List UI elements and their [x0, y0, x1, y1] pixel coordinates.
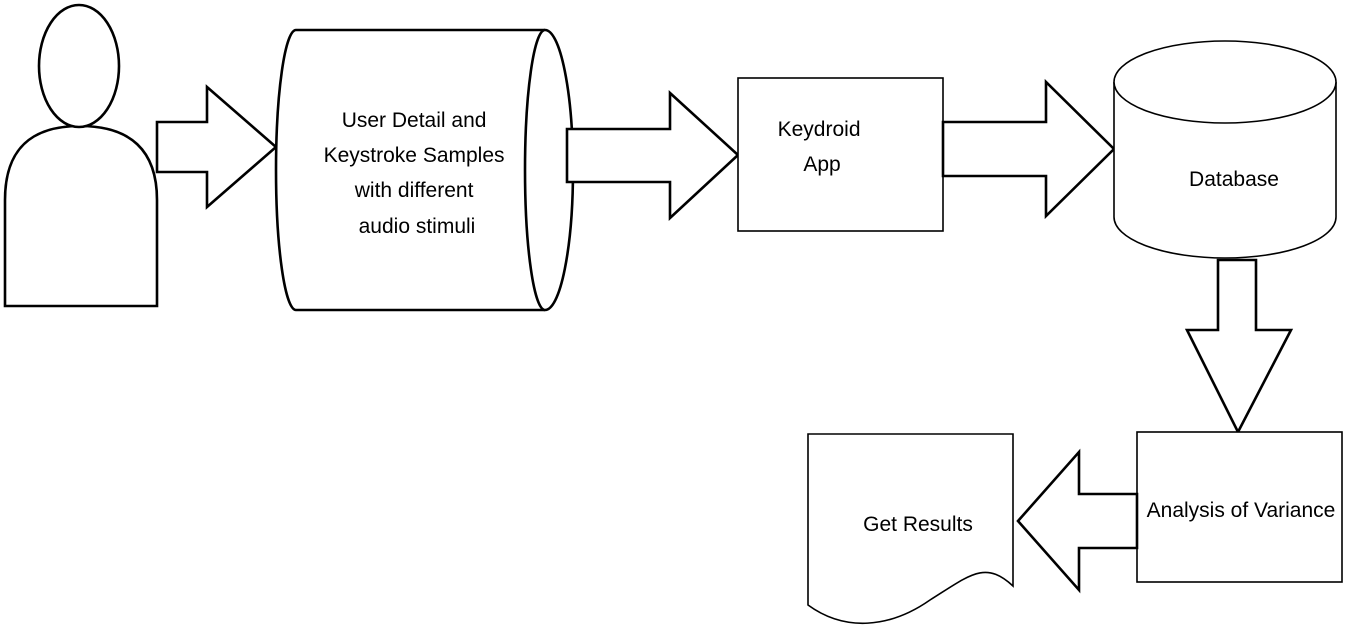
analysis-label: Analysis of Variance	[1147, 499, 1336, 522]
user-icon	[3, 3, 159, 308]
samples-cylinder: User Detail and Keystroke Samples with d…	[274, 28, 575, 312]
arrow-user-to-samples	[155, 84, 278, 210]
database-cylinder: Database	[1113, 40, 1337, 259]
results-label: Get Results	[863, 513, 973, 536]
analysis-box: Analysis of Variance	[1136, 431, 1343, 583]
app-label: Keydroid App	[778, 118, 867, 176]
arrow-analysis-to-results	[1016, 448, 1139, 594]
keydroid-app-box: Keydroid App	[737, 77, 944, 232]
arrow-app-to-database	[941, 78, 1116, 220]
results-document: Get Results	[807, 433, 1014, 624]
database-label: Database	[1189, 168, 1279, 191]
arrow-database-to-analysis	[1184, 258, 1294, 435]
arrow-samples-to-app	[565, 90, 740, 221]
samples-label: User Detail and Keystroke Samples with d…	[324, 109, 511, 238]
